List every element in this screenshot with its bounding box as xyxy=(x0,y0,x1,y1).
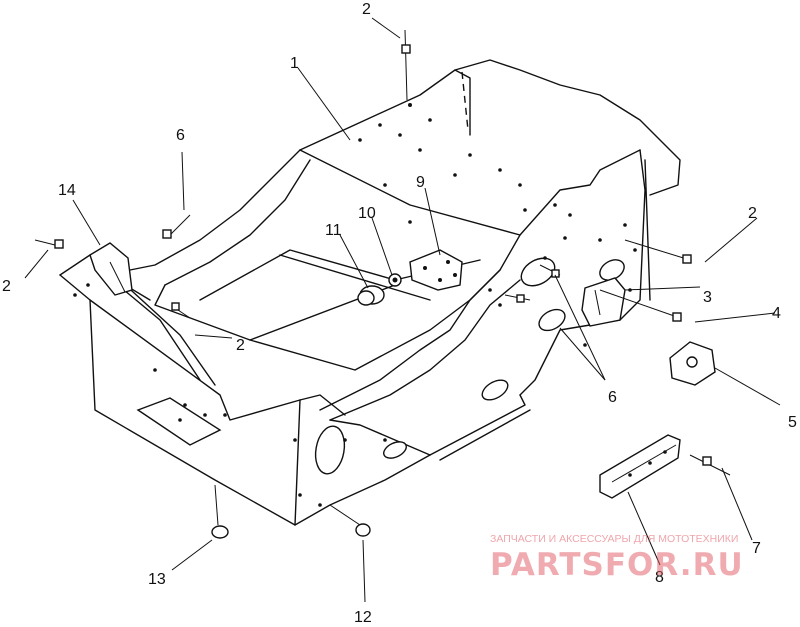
callout-12: 12 xyxy=(354,609,372,626)
callout-13: 13 xyxy=(148,571,166,588)
watermark-caption: ЗАПЧАСТИ И АКСЕССУАРЫ ДЛЯ МОТОТЕХНИКИ xyxy=(490,533,738,545)
plate-5 xyxy=(669,341,716,386)
callout-14: 14 xyxy=(58,182,76,199)
fasteners xyxy=(34,29,731,539)
callout-11: 11 xyxy=(325,222,342,239)
bracket-14 xyxy=(89,242,133,296)
callout-6-right: 6 xyxy=(608,389,617,406)
bracket-8 xyxy=(599,434,681,499)
callout-5: 5 xyxy=(788,414,797,431)
mounting-holes xyxy=(73,103,637,507)
callout-3: 3 xyxy=(703,289,712,306)
watermark: ЗАПЧАСТИ И АКСЕССУАРЫ ДЛЯ МОТОТЕХНИКИ PA… xyxy=(490,533,744,583)
callout-2-left: 2 xyxy=(2,278,11,295)
callout-6-left: 6 xyxy=(176,127,185,144)
bracket-3 xyxy=(581,277,626,327)
callout-4: 4 xyxy=(772,305,781,322)
frame-assembly xyxy=(59,59,681,526)
callout-2-top: 2 xyxy=(362,1,371,18)
plug-11 xyxy=(357,285,385,306)
callout-9: 9 xyxy=(416,174,425,191)
callout-2-right: 2 xyxy=(748,205,757,222)
leader-lines xyxy=(24,17,781,603)
callout-1: 1 xyxy=(290,55,299,72)
callout-10: 10 xyxy=(358,205,376,222)
bracket-9 xyxy=(409,249,463,291)
callout-7: 7 xyxy=(752,540,761,557)
callout-8: 8 xyxy=(655,569,664,586)
callout-2-mid: 2 xyxy=(236,337,245,354)
watermark-logo: PARTSFOR.RU xyxy=(490,547,744,583)
washer-10 xyxy=(388,273,402,287)
